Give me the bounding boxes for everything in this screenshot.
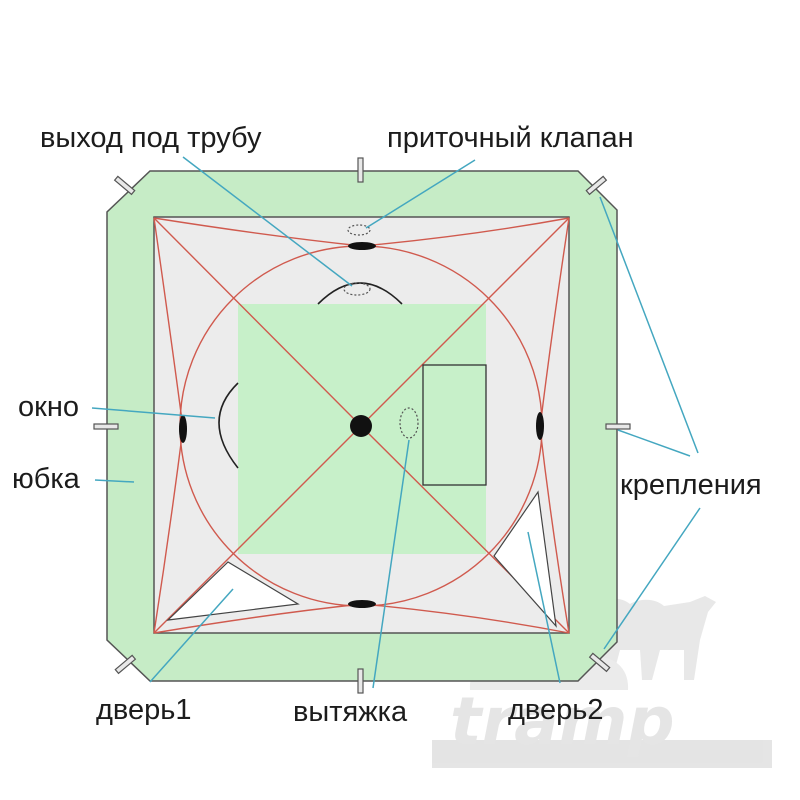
arc-bottom-left [153,603,363,634]
peg-bottom-right [588,652,611,673]
door1-shape [166,561,300,621]
peg-bottom-left [114,654,137,675]
watermark-bar [432,740,772,768]
label-fasteners: крепления [620,469,762,501]
label-exhaust: вытяжка [293,696,408,728]
hub-bottom [348,600,376,608]
callout-fastener-bottom [603,507,701,650]
peg-top-left [113,175,136,196]
center-hub [350,415,372,437]
label-door1: дверь1 [96,694,192,726]
watermark-text: tramp [450,683,675,760]
arc-right-bottom [539,427,570,634]
arc-top-right [361,217,570,247]
callout-door1 [149,588,234,683]
peg-right [605,423,631,430]
hub-left [179,415,187,443]
label-skirt: юбка [12,463,80,495]
arc-left-bottom [153,427,184,634]
window-shape [218,382,239,469]
arc-bottom-right [361,603,570,634]
fastener-pegs [93,157,631,694]
hub-right [536,412,544,440]
exhaust-panel [422,364,487,486]
label-pipe-exit: выход под трубу [40,122,262,154]
peg-bottom [357,668,364,694]
exhaust-hole [399,407,419,439]
supply-valve-hole [347,224,371,236]
label-window: окно [18,391,79,423]
arc-left-top [153,217,184,429]
arc-top-left [153,217,363,247]
callout-lines [91,156,701,689]
hub-top [348,242,376,250]
pipe-exit-hole [343,282,371,296]
callout-fastener-right [617,429,691,457]
peg-top-right [585,175,608,196]
callout-pipe-exit [182,156,353,287]
peg-top [357,157,364,183]
arc-right-top [539,217,570,429]
peg-left [93,423,119,430]
callout-door2 [527,531,561,684]
callout-window [91,407,216,419]
label-door2: дверь2 [508,694,604,726]
callout-fastener-top [599,196,699,454]
diagonal-tr [360,217,570,427]
label-supply-valve: приточный клапан [387,122,634,154]
diagonal-tl [153,217,362,427]
callout-supply-valve [365,159,476,229]
callout-exhaust [372,439,410,689]
callout-skirt [94,479,135,483]
diagonal-bl [153,425,362,634]
